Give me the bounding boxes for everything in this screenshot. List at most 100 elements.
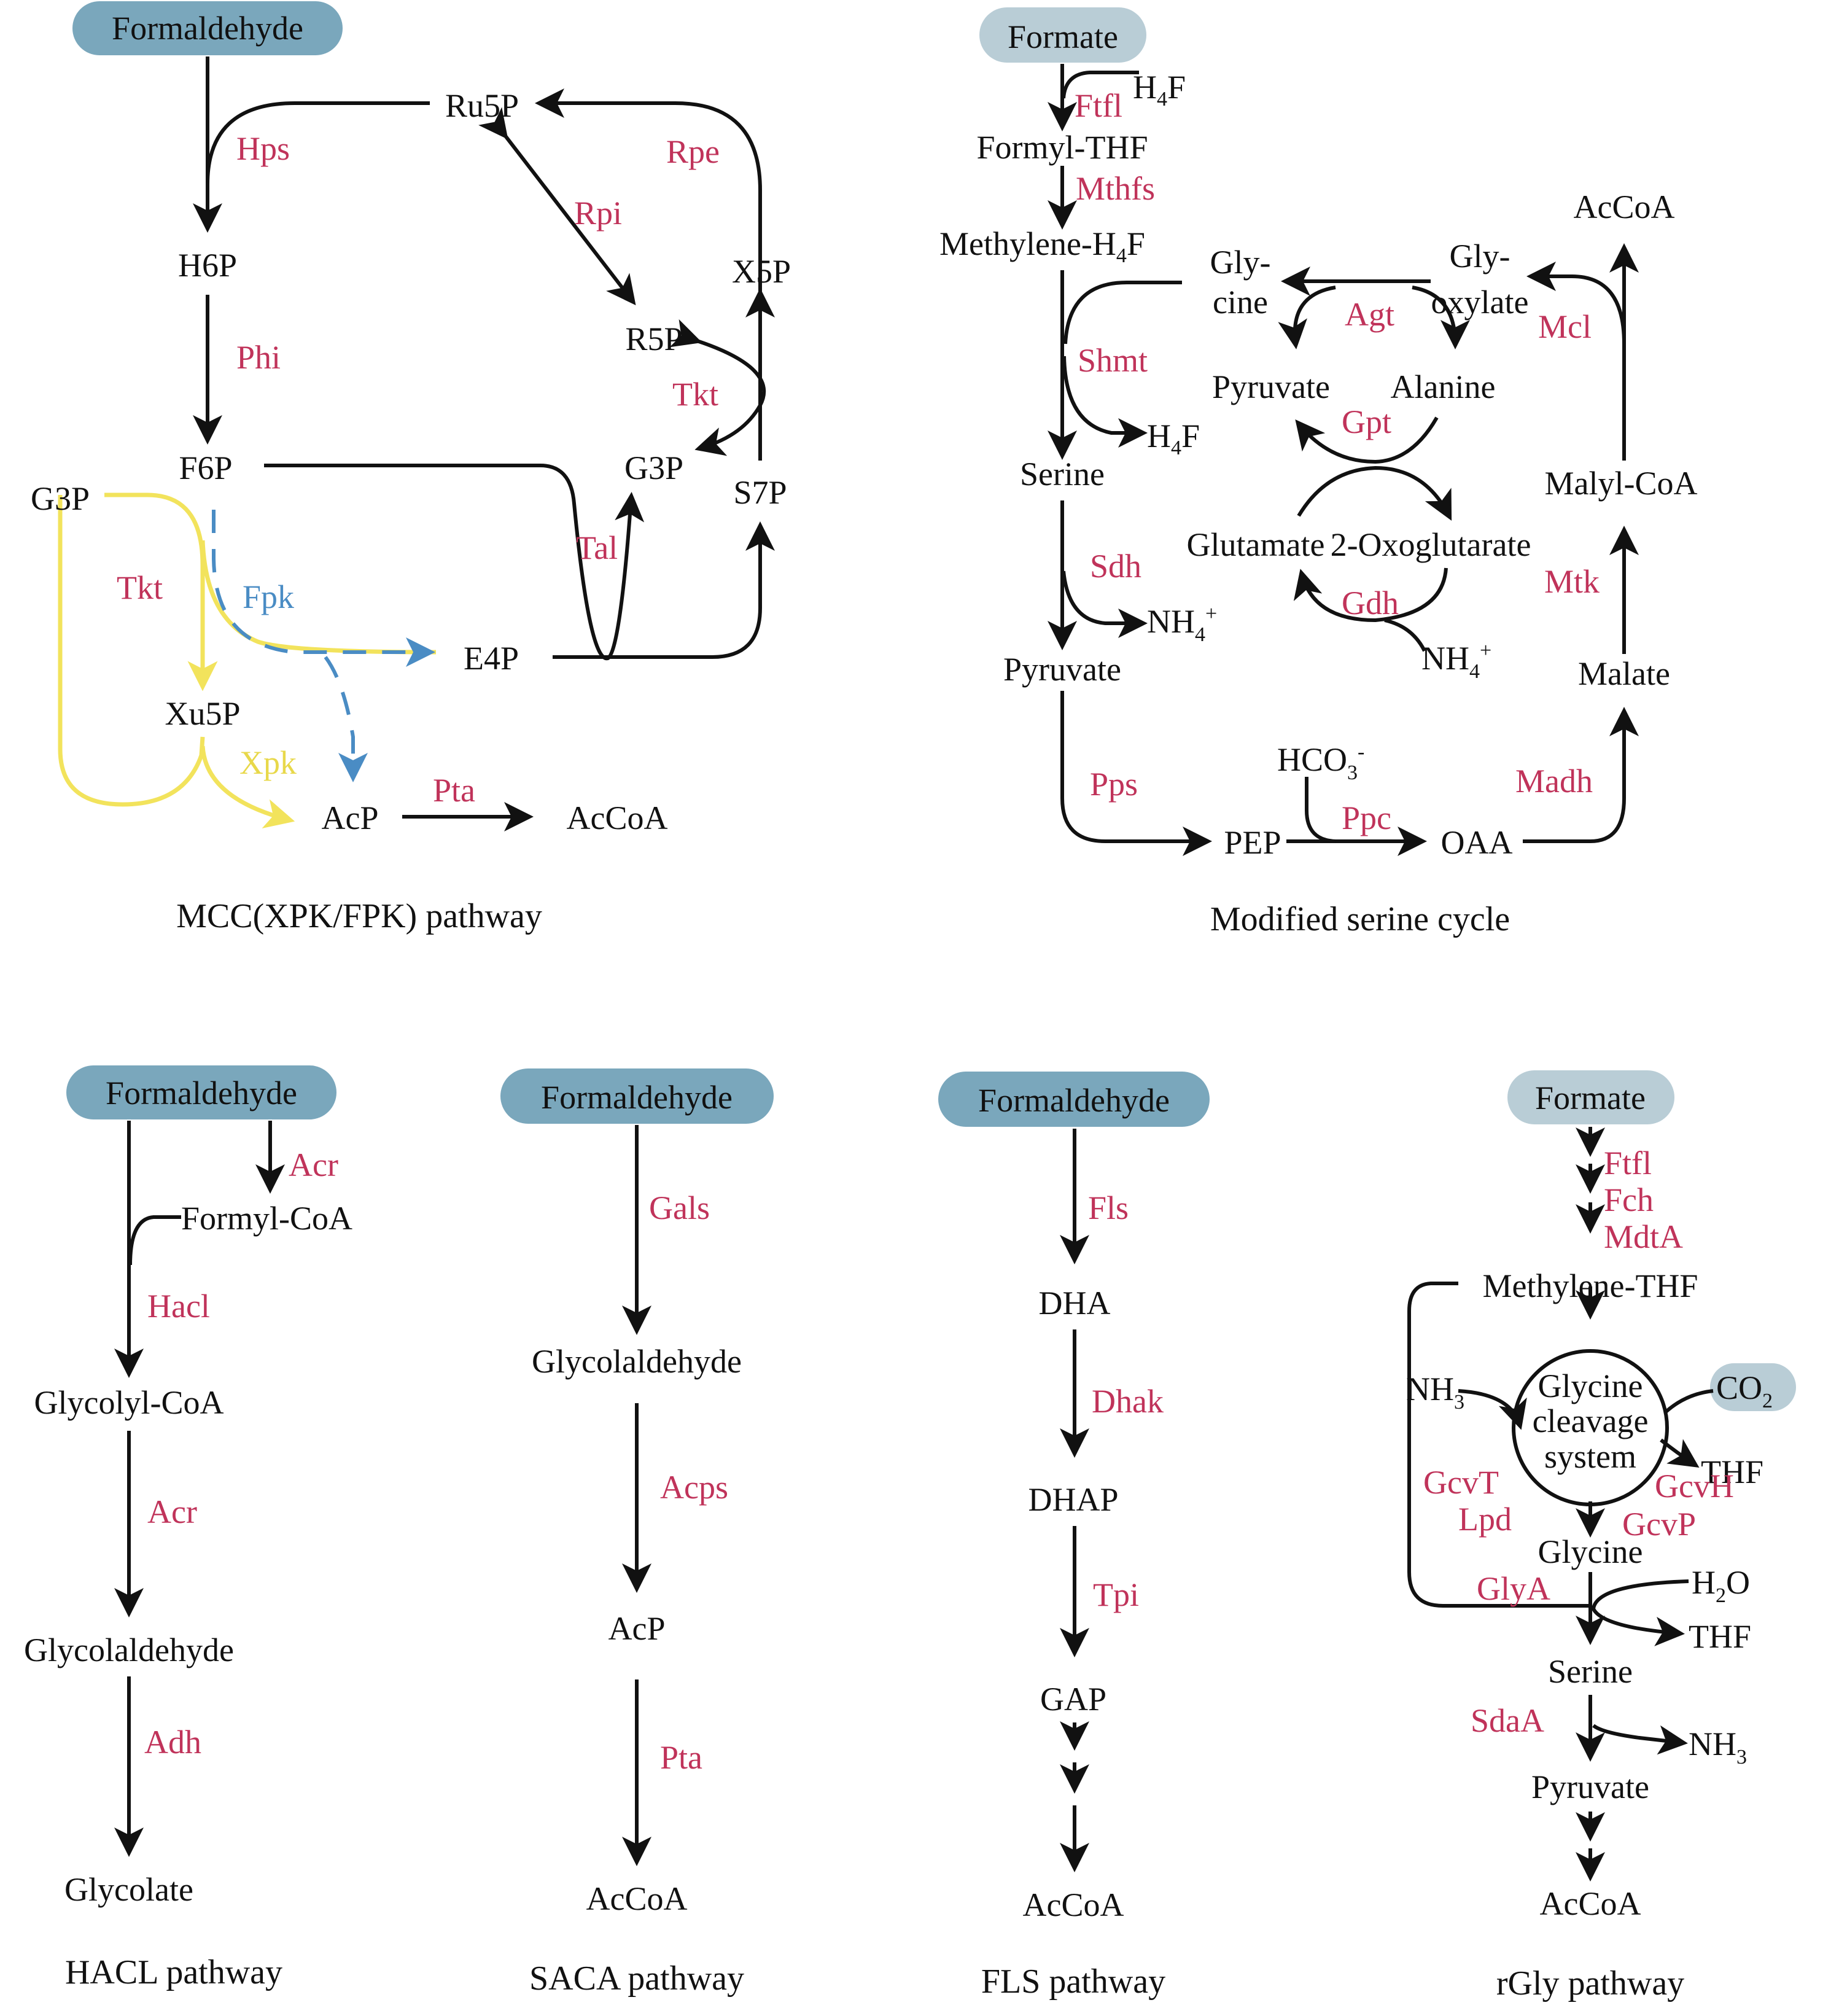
- met-f6p: F6P: [179, 450, 232, 486]
- arrow-ru5p-join: [206, 101, 430, 185]
- arrow-agt-alanine: [1412, 286, 1470, 349]
- met-glycolaldehyde-hacl: Glycolaldehyde: [24, 1632, 234, 1668]
- enz-acr: Acr: [147, 1493, 197, 1530]
- met-ru5p: Ru5P: [445, 87, 519, 124]
- met-acp-saca: AcP: [608, 1610, 666, 1647]
- rgly-source-label: Formate: [1535, 1080, 1646, 1116]
- arrow-formylcoa-join: [128, 1215, 181, 1266]
- met-co2: CO2: [1716, 1369, 1773, 1412]
- met-hco3: HCO3-: [1277, 741, 1364, 784]
- enz-shmt: Shmt: [1078, 342, 1148, 379]
- saca-panel: Formaldehyde Glycolaldehyde AcP AcCoA Ga…: [500, 1068, 774, 1998]
- met-serine-rgly: Serine: [1548, 1653, 1633, 1690]
- enz-tal: Tal: [576, 529, 618, 566]
- met-serine: Serine: [1020, 456, 1105, 492]
- enz-gcvp: GcvP: [1622, 1506, 1696, 1543]
- rgly-caption: rGly pathway: [1496, 1964, 1684, 2002]
- enz-fls: Fls: [1088, 1189, 1129, 1226]
- enz-ppc: Ppc: [1342, 800, 1391, 836]
- met-pyruvate-rgly: Pyruvate: [1531, 1769, 1649, 1805]
- met-glycolate: Glycolate: [64, 1871, 193, 1908]
- serine-source-pill: [979, 7, 1146, 63]
- arrow-gdh-cycle: [1293, 567, 1448, 623]
- met-alanine: Alanine: [1391, 368, 1496, 405]
- arrow-gcs-thf: [1660, 1438, 1700, 1468]
- enz-ftfl-serine: Ftfl: [1075, 87, 1122, 124]
- fpk-route-f6p-e4p: [212, 510, 435, 667]
- hacl-source-pill: [66, 1065, 336, 1119]
- fls-source-label: Formaldehyde: [978, 1082, 1170, 1119]
- saca-caption: SACA pathway: [529, 1960, 744, 1998]
- mcc-source-label: Formaldehyde: [112, 10, 303, 47]
- met-accoa-rgly: AcCoA: [1540, 1885, 1641, 1922]
- met-thf-2: THF: [1689, 1618, 1751, 1655]
- enz-gals: Gals: [649, 1189, 710, 1226]
- gcs-label-3: system: [1544, 1438, 1636, 1475]
- enz-mcl: Mcl: [1538, 308, 1592, 345]
- enz-pta: Pta: [433, 772, 475, 809]
- met-methylene-thf: Methylene-THF: [1483, 1267, 1698, 1304]
- enz-dhak: Dhak: [1092, 1383, 1164, 1420]
- enz-hps: Hps: [236, 130, 290, 167]
- arrow-x5p-ru5p: [535, 88, 762, 454]
- fls-caption: FLS pathway: [981, 1963, 1165, 2001]
- arrow-h2o-thf: [1591, 1579, 1689, 1646]
- met-gap: GAP: [1040, 1681, 1106, 1718]
- enz-rpi: Rpi: [574, 195, 622, 232]
- enz-acr-top: Acr: [289, 1146, 338, 1183]
- met-formyl-coa: Formyl-CoA: [181, 1200, 352, 1237]
- arrow-glycine-join: [1063, 281, 1182, 344]
- enz-tkt-left: Tkt: [117, 569, 163, 606]
- serine-caption: Modified serine cycle: [1210, 900, 1510, 938]
- arrow-ru5p-r5p: [478, 107, 636, 306]
- met-pyruvate-mid: Pyruvate: [1212, 368, 1330, 405]
- enz-gdh: Gdh: [1342, 585, 1399, 621]
- met-pyruvate: Pyruvate: [1003, 651, 1121, 688]
- mcc-panel: Formaldehyde Ru5P H6P F6P G3P X5P R5P G3…: [31, 1, 791, 935]
- hacl-source-label: Formaldehyde: [106, 1075, 297, 1111]
- xpk-route-e4p: [200, 540, 437, 655]
- met-glycine-1: Gly-: [1210, 244, 1271, 281]
- enz-gpt: Gpt: [1342, 403, 1391, 440]
- arrow-gpt-glutamate: [1297, 465, 1452, 521]
- arrow-malyl-glyoxylate: [1526, 262, 1626, 344]
- enz-ftfl-rgly: Ftfl: [1604, 1145, 1652, 1181]
- enz-sdh: Sdh: [1090, 548, 1141, 585]
- enz-hacl: Hacl: [147, 1288, 210, 1325]
- arrow-f6p-g3p: [264, 464, 645, 661]
- arrow-gpt-cycle: [1295, 416, 1439, 464]
- enz-tkt-right: Tkt: [672, 376, 718, 413]
- enz-lpd: Lpd: [1458, 1501, 1512, 1538]
- fls-panel: Formaldehyde DHA DHAP GAP AcCoA Fls Dhak…: [938, 1072, 1210, 2001]
- met-dhap: DHAP: [1028, 1481, 1118, 1518]
- arrow-co2-gcs: [1663, 1389, 1714, 1414]
- met-dha: DHA: [1039, 1285, 1111, 1321]
- enz-pps: Pps: [1090, 766, 1138, 803]
- hacl-caption: HACL pathway: [65, 1953, 282, 1991]
- arrow-h4f-join: [1062, 71, 1139, 99]
- met-nh4-left: NH4+: [1147, 602, 1217, 646]
- rgly-source-pill: [1507, 1070, 1674, 1124]
- met-methylene-h4f: Methylene-H4F: [939, 225, 1145, 267]
- met-acp: AcP: [322, 800, 379, 836]
- met-oaa: OAA: [1441, 824, 1513, 861]
- co2-pill: [1710, 1363, 1796, 1411]
- met-xu5p: Xu5P: [165, 695, 240, 732]
- enz-mdta: MdtA: [1604, 1218, 1683, 1255]
- enz-xpk: Xpk: [239, 744, 297, 781]
- met-accoa-serine: AcCoA: [1574, 189, 1675, 225]
- enz-agt: Agt: [1345, 296, 1394, 333]
- arrow-sdh-nh4: [1062, 570, 1148, 638]
- rgly-panel: Formate Methylene-THF NH3 Glycine cleava…: [1406, 1070, 1796, 2002]
- enz-fch: Fch: [1604, 1181, 1654, 1218]
- met-x5p: X5P: [732, 253, 791, 290]
- enz-phi: Phi: [236, 339, 281, 376]
- met-accoa: AcCoA: [567, 800, 668, 836]
- met-accoa-fls: AcCoA: [1023, 1886, 1124, 1923]
- met-nh4-right: NH4+: [1421, 639, 1491, 683]
- arrow-agt-pyruvate: [1278, 286, 1336, 349]
- met-glutamate: Glutamate: [1187, 526, 1325, 563]
- saca-source-label: Formaldehyde: [541, 1079, 733, 1116]
- met-2-oxoglutarate: 2-Oxoglutarate: [1331, 526, 1531, 563]
